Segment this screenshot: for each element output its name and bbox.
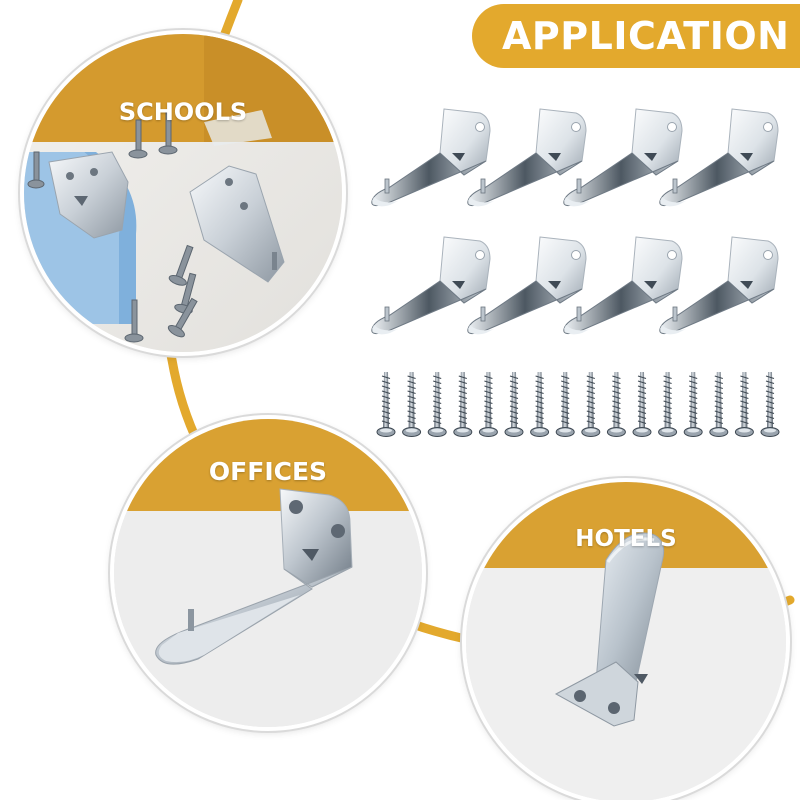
l-bracket-icon bbox=[371, 236, 491, 335]
screw-icon bbox=[709, 372, 729, 437]
screw-icon bbox=[478, 372, 498, 437]
screw-icon bbox=[683, 372, 703, 437]
screw-icon bbox=[504, 372, 524, 437]
scene-schools: SCHOOLS bbox=[20, 30, 346, 356]
l-bracket-icon bbox=[659, 236, 779, 335]
screw-icon bbox=[734, 372, 754, 437]
screw-icon bbox=[427, 372, 447, 437]
screw-icon bbox=[760, 372, 780, 437]
l-bracket-icon bbox=[563, 236, 683, 335]
offices-photo bbox=[114, 419, 422, 727]
scene-label-hotels: HOTELS bbox=[575, 526, 677, 552]
l-bracket-icon bbox=[563, 108, 683, 207]
hotels-photo bbox=[466, 482, 786, 800]
scene-label-offices: OFFICES bbox=[208, 457, 328, 486]
screw-icon bbox=[402, 372, 422, 437]
screw-icon bbox=[453, 372, 473, 437]
badge-title: APPLICATION bbox=[502, 14, 790, 58]
scene-hotels: HOTELS bbox=[462, 478, 790, 800]
screw-icon bbox=[530, 372, 550, 437]
l-bracket-icon bbox=[659, 108, 779, 207]
screw-icon bbox=[376, 372, 396, 437]
screw-icon bbox=[581, 372, 601, 437]
scene-label-schools: SCHOOLS bbox=[118, 98, 248, 126]
screw-icon bbox=[606, 372, 626, 437]
application-badge: APPLICATION bbox=[472, 4, 800, 68]
l-bracket-icon bbox=[467, 236, 587, 335]
screw-icon bbox=[555, 372, 575, 437]
bracket-grid bbox=[371, 108, 779, 335]
l-bracket-icon bbox=[467, 108, 587, 207]
screw-row bbox=[376, 372, 780, 437]
schools-photo bbox=[24, 34, 342, 352]
screw-icon bbox=[632, 372, 652, 437]
scene-offices: OFFICES bbox=[110, 415, 426, 731]
screw-icon bbox=[658, 372, 678, 437]
l-bracket-icon bbox=[371, 108, 491, 207]
